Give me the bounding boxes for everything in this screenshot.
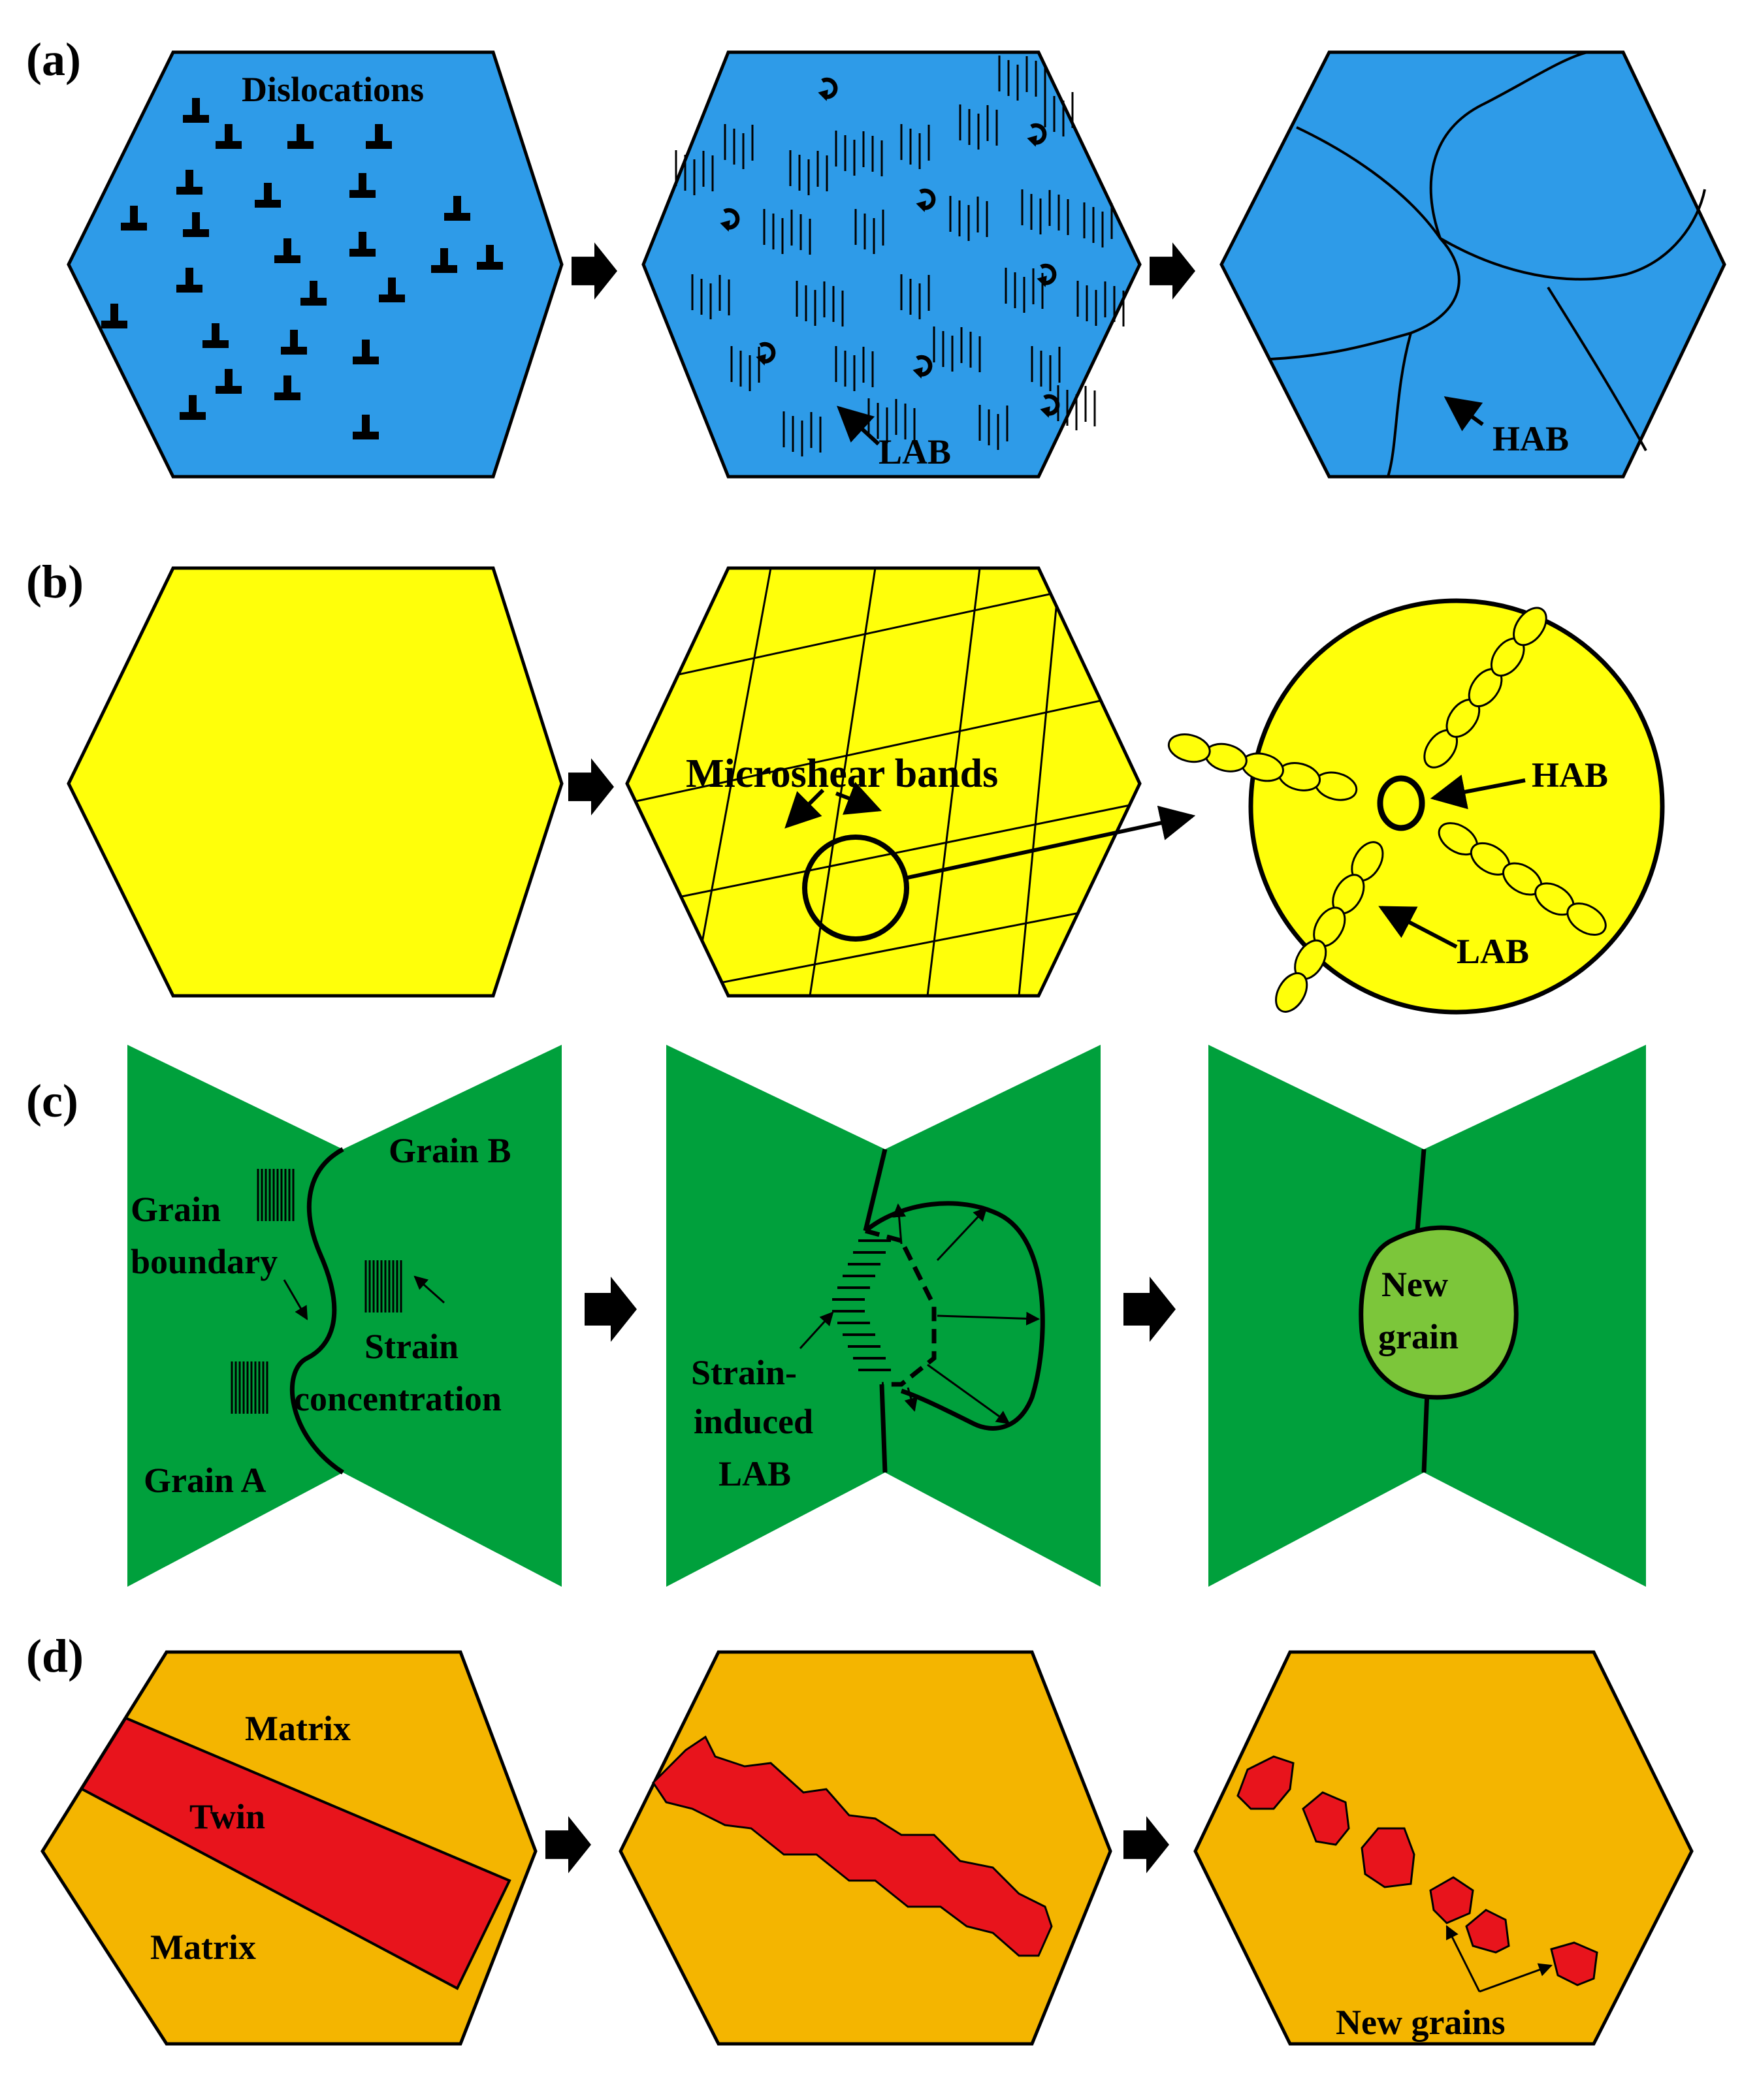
panel-a-grain-2: LAB bbox=[641, 50, 1142, 479]
arrow-c2-icon bbox=[1123, 1277, 1176, 1342]
hab-label-a: HAB bbox=[1492, 419, 1569, 458]
panel-a-grain-1: Dislocations bbox=[67, 50, 564, 479]
strain-induced-lab-lines bbox=[832, 1239, 891, 1371]
panel-a-label: (a) bbox=[26, 33, 81, 86]
arrow-d1-icon bbox=[545, 1816, 591, 1873]
grain-a-label: Grain A bbox=[144, 1461, 266, 1500]
induced-label: induced bbox=[694, 1402, 813, 1441]
panel-b-magnified-circle: HAB LAB bbox=[1167, 598, 1665, 1015]
arrow-b1-icon bbox=[568, 758, 614, 816]
grain-word-label: grain bbox=[1378, 1317, 1459, 1356]
concentration-label: concentration bbox=[294, 1379, 502, 1418]
arrow-a1-icon bbox=[572, 242, 617, 300]
lab-label-a: LAB bbox=[879, 432, 951, 471]
panel-c-grain-3: New grain bbox=[1208, 1045, 1646, 1587]
panel-b-grain-1 bbox=[67, 566, 564, 998]
strain-dash-label: Strain- bbox=[691, 1353, 797, 1392]
twin-label: Twin bbox=[189, 1797, 265, 1836]
strain-lines-3 bbox=[231, 1361, 268, 1414]
panel-c-grain-1: Grain B Grain boundary Strain concentrat… bbox=[127, 1045, 562, 1587]
panel-c-grain-2: Strain- induced LAB bbox=[666, 1045, 1101, 1587]
panel-a-grain-3: HAB bbox=[1219, 50, 1726, 479]
lab-label-c: LAB bbox=[718, 1454, 791, 1493]
panel-d-label: (d) bbox=[26, 1630, 84, 1682]
strain-lines-2 bbox=[364, 1260, 402, 1312]
new-label: New bbox=[1381, 1265, 1448, 1304]
panel-c-label: (c) bbox=[26, 1075, 78, 1127]
grain-b-label: Grain B bbox=[389, 1131, 511, 1170]
lab-line-clusters bbox=[675, 56, 1125, 456]
microshear-bands-label: Microshear bands bbox=[686, 752, 998, 796]
grain-label: Grain bbox=[131, 1190, 221, 1229]
arrow-a2-icon bbox=[1150, 242, 1195, 300]
arrow-d2-icon bbox=[1123, 1816, 1169, 1873]
new-grains-label: New grains bbox=[1336, 2003, 1505, 2042]
panel-b-label: (b) bbox=[26, 556, 84, 608]
boundary-label: boundary bbox=[131, 1242, 278, 1281]
hab-label-b: HAB bbox=[1532, 756, 1608, 795]
matrix-bottom-label: Matrix bbox=[150, 1928, 256, 1967]
lab-subgrains bbox=[1167, 607, 1607, 1013]
panel-d-grain-2 bbox=[619, 1650, 1112, 2046]
strain-lines-1 bbox=[257, 1169, 295, 1221]
strain-label: Strain bbox=[364, 1327, 459, 1366]
matrix-top-label: Matrix bbox=[245, 1709, 351, 1748]
lab-label-b: LAB bbox=[1457, 932, 1529, 971]
dislocations-label: Dislocations bbox=[242, 70, 424, 109]
panel-d-grain-3: New grains bbox=[1193, 1650, 1694, 2046]
panel-b-grain-2: Microshear bands bbox=[625, 566, 1196, 998]
arrow-c1-icon bbox=[585, 1277, 637, 1342]
panel-d-grain-1: Matrix Twin Matrix bbox=[40, 1650, 538, 2046]
